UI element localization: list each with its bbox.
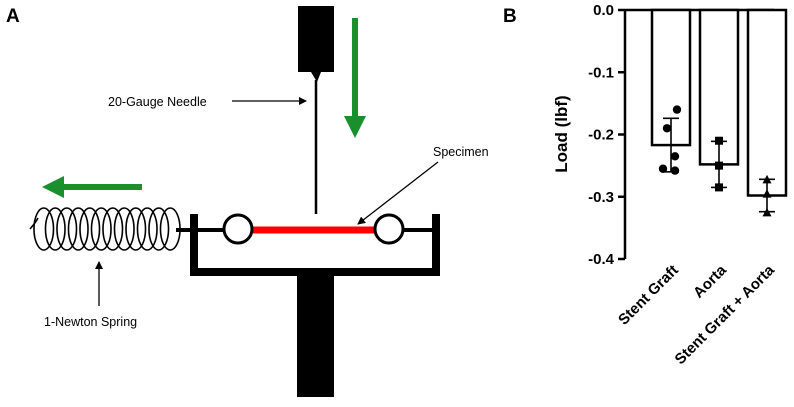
spring-coil bbox=[136, 207, 158, 251]
spring-coil bbox=[90, 207, 112, 251]
data-point bbox=[762, 207, 772, 217]
x-category-label: Aorta bbox=[690, 261, 730, 301]
leftward-force-arrow bbox=[42, 176, 142, 198]
spring-coil bbox=[79, 207, 101, 251]
data-point bbox=[672, 105, 682, 114]
data-point bbox=[762, 189, 772, 198]
y-tick-label: -0.2 bbox=[588, 127, 614, 144]
data-point bbox=[715, 161, 723, 170]
spring-coil bbox=[44, 207, 66, 251]
spring bbox=[29, 207, 181, 251]
needle-holder bbox=[298, 6, 334, 72]
spring-coil bbox=[56, 207, 78, 251]
data-point bbox=[670, 166, 680, 175]
x-category-label: Stent Graft bbox=[615, 262, 682, 329]
specimen-callout-arrow bbox=[357, 161, 439, 225]
data-point bbox=[658, 164, 668, 173]
y-tick-label: 0.0 bbox=[593, 2, 614, 19]
data-point bbox=[715, 183, 723, 192]
left-clamp bbox=[222, 213, 254, 245]
y-axis-title: Load (lbf) bbox=[552, 95, 571, 172]
data-point bbox=[670, 152, 680, 161]
spring-coil bbox=[102, 207, 124, 251]
spring-coil bbox=[159, 207, 181, 251]
needle-label: 20-Gauge Needle bbox=[108, 95, 207, 109]
frame-stand bbox=[297, 276, 334, 397]
needle-tip-taper bbox=[311, 72, 321, 82]
spring-coil bbox=[125, 207, 147, 251]
panel-a: A 20-Gauge Needle Specimen bbox=[6, 6, 489, 397]
y-tick-label: -0.4 bbox=[588, 251, 615, 268]
bar bbox=[746, 8, 788, 197]
y-tick-label: -0.3 bbox=[588, 189, 614, 206]
spring-coil bbox=[33, 207, 55, 251]
clamp-frame bbox=[190, 214, 440, 276]
data-point bbox=[762, 174, 772, 184]
panel-a-label: A bbox=[6, 6, 20, 27]
specimen-label: Specimen bbox=[433, 145, 489, 159]
data-point bbox=[662, 124, 672, 133]
spring-coil bbox=[67, 207, 89, 251]
panel-b-label: B bbox=[503, 6, 517, 27]
right-clamp bbox=[373, 213, 405, 245]
spring-coil bbox=[148, 207, 170, 251]
y-tick-label: -0.1 bbox=[588, 64, 614, 81]
data-point bbox=[715, 136, 723, 145]
spring-label: 1-Newton Spring bbox=[44, 315, 137, 329]
downward-force-arrow bbox=[344, 18, 366, 138]
spring-coil bbox=[113, 207, 135, 251]
